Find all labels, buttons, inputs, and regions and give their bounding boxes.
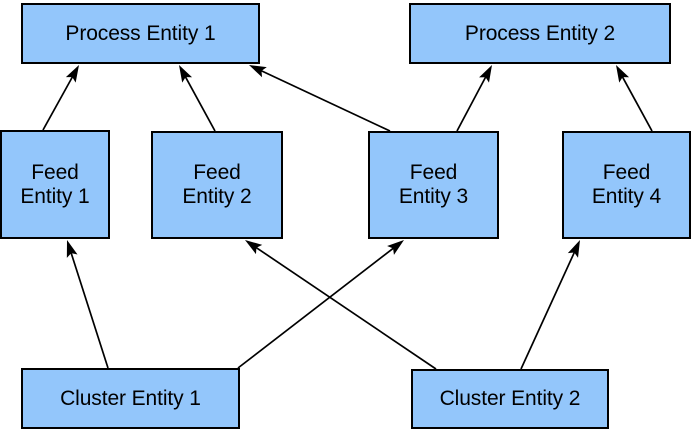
arrowhead-icon [479, 65, 492, 83]
node-label-cluster-entity-2: Cluster Entity 2 [439, 387, 581, 411]
node-label-process-entity-2: Process Entity 2 [464, 21, 616, 45]
edge-line [456, 76, 487, 132]
node-feed-entity-3[interactable]: Feed Entity 3 [368, 131, 499, 239]
edge-line [255, 246, 437, 370]
arrowhead-icon [616, 65, 630, 83]
edge-line [70, 252, 109, 369]
node-label-feed-entity-3: Feed Entity 3 [398, 161, 469, 208]
edge-feed3-process2 [456, 65, 492, 132]
arrowhead-icon [66, 240, 78, 258]
node-process-entity-2[interactable]: Process Entity 2 [409, 3, 671, 64]
node-feed-entity-4[interactable]: Feed Entity 4 [562, 131, 691, 239]
node-process-entity-1[interactable]: Process Entity 1 [21, 3, 260, 64]
node-label-feed-entity-1: Feed Entity 1 [20, 160, 90, 208]
node-cluster-entity-2[interactable]: Cluster Entity 2 [411, 369, 609, 429]
node-label-cluster-entity-1: Cluster Entity 1 [60, 386, 201, 410]
edge-cluster1-feed1 [66, 240, 109, 369]
edge-line [237, 247, 395, 369]
arrowhead-icon [567, 240, 580, 258]
node-label-process-entity-1: Process Entity 1 [65, 21, 216, 45]
node-feed-entity-1[interactable]: Feed Entity 1 [0, 130, 110, 239]
arrowhead-icon [179, 65, 193, 83]
edge-line [184, 76, 216, 132]
edge-cluster2-feed4 [520, 240, 580, 370]
node-feed-entity-2[interactable]: Feed Entity 2 [151, 131, 283, 239]
edge-cluster2-feed2 [245, 240, 437, 370]
edge-cluster1-feed3 [237, 240, 404, 369]
edge-line [520, 251, 576, 370]
arrowhead-icon [65, 65, 79, 83]
edge-line [621, 76, 653, 132]
edge-line [260, 69, 391, 132]
node-cluster-entity-1[interactable]: Cluster Entity 1 [21, 368, 240, 429]
edge-line [42, 75, 74, 131]
node-label-feed-entity-4: Feed Entity 4 [591, 161, 662, 208]
edge-feed3-process1 [249, 65, 391, 132]
arrowhead-icon [249, 65, 267, 78]
arrowhead-icon [387, 240, 404, 255]
edge-feed1-process1 [42, 65, 79, 131]
arrowhead-icon [245, 240, 263, 255]
edge-feed2-process1 [179, 65, 216, 132]
node-label-feed-entity-2: Feed Entity 2 [182, 161, 252, 208]
edge-feed4-process2 [616, 65, 653, 132]
